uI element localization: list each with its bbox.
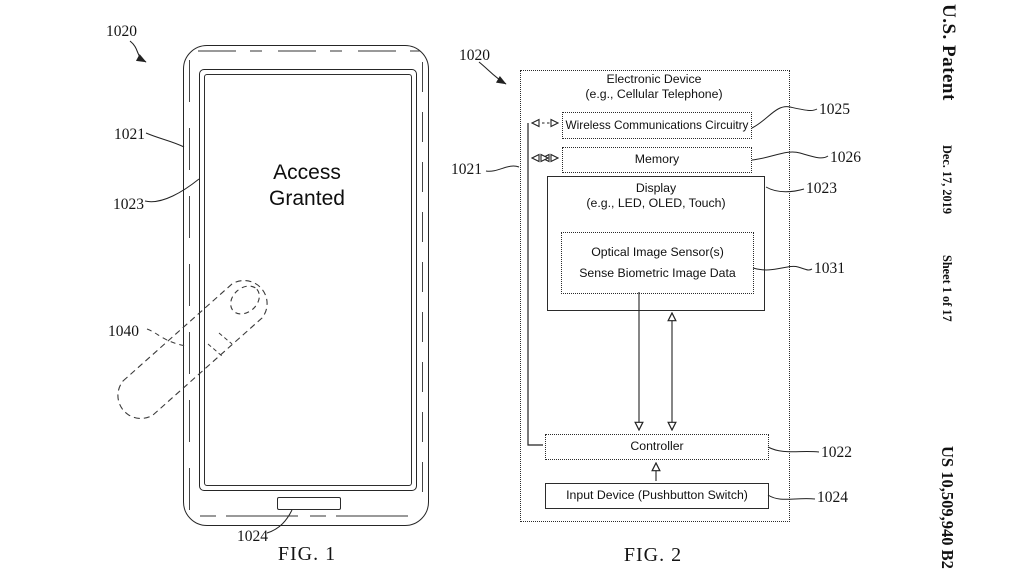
screen-message: Access Granted <box>199 160 415 212</box>
fig2-ref-controller: 1022 <box>821 444 852 461</box>
fig2-ref-device: 1020 <box>459 47 490 64</box>
fig2-block-memory: Memory <box>562 147 752 173</box>
fig2-leader-device <box>478 61 507 85</box>
fig2-block-input-label: Input Device (Pushbutton Switch) <box>566 488 748 503</box>
fig2-block-display-label2: (e.g., LED, OLED, Touch) <box>586 196 726 211</box>
fig1-ref-button: 1024 <box>237 528 268 545</box>
fig2-ref-memory: 1026 <box>830 149 861 166</box>
fig2-title-line1: Electronic Device <box>606 72 702 86</box>
fig1-leader-housing <box>145 132 185 148</box>
fig2-ref-display: 1023 <box>806 180 837 197</box>
screen-message-line2: Granted <box>269 187 345 210</box>
phone-home-button <box>277 497 341 510</box>
fig2-ref-wireless: 1025 <box>819 101 850 118</box>
margin-patent-label: U.S. Patent <box>938 4 959 101</box>
fig1-ref-device: 1020 <box>106 23 137 40</box>
fig1-leader-finger <box>146 328 187 347</box>
fig2-block-display-label1: Display <box>635 181 677 195</box>
fig1-leader-device <box>129 40 147 63</box>
fig2-block-sensor-label1: Optical Image Sensor(s) <box>591 245 724 260</box>
fig2-block-sensor: Optical Image Sensor(s) Sense Biometric … <box>561 232 754 294</box>
fig2-ref-input: 1024 <box>817 489 848 506</box>
fig2-block-controller: Controller <box>545 434 769 460</box>
margin-sheet: Sheet 1 of 17 <box>940 255 954 322</box>
fig2-title-line2: (e.g., Cellular Telephone) <box>585 87 723 101</box>
fig2-leader-path <box>485 165 520 172</box>
fig1-ref-finger: 1040 <box>108 323 139 340</box>
fig1-caption: FIG. 1 <box>277 543 337 565</box>
fig2-block-wireless: Wireless Communications Circuitry <box>562 112 752 139</box>
fig1-ref-display: 1023 <box>113 196 144 213</box>
fig2-outer-box <box>520 70 790 522</box>
margin-patent-number: US 10,509,940 B2 <box>938 446 957 569</box>
phone-display-inner <box>204 74 412 486</box>
fig2-block-sensor-label2: Sense Biometric Image Data <box>579 266 736 280</box>
fig2-ref-sensor: 1031 <box>814 260 845 277</box>
fig2-block-input: Input Device (Pushbutton Switch) <box>545 483 769 509</box>
screen-message-line1: Access <box>273 161 341 184</box>
fig2-block-wireless-label: Wireless Communications Circuitry <box>565 118 749 133</box>
fig2-block-controller-label: Controller <box>630 439 684 454</box>
fig1-ref-housing: 1021 <box>114 126 145 143</box>
margin-date: Dec. 17, 2019 <box>940 145 954 214</box>
fig2-ref-path: 1021 <box>451 161 482 178</box>
fig2-block-memory-label: Memory <box>634 152 680 167</box>
fig2-caption: FIG. 2 <box>623 544 683 566</box>
